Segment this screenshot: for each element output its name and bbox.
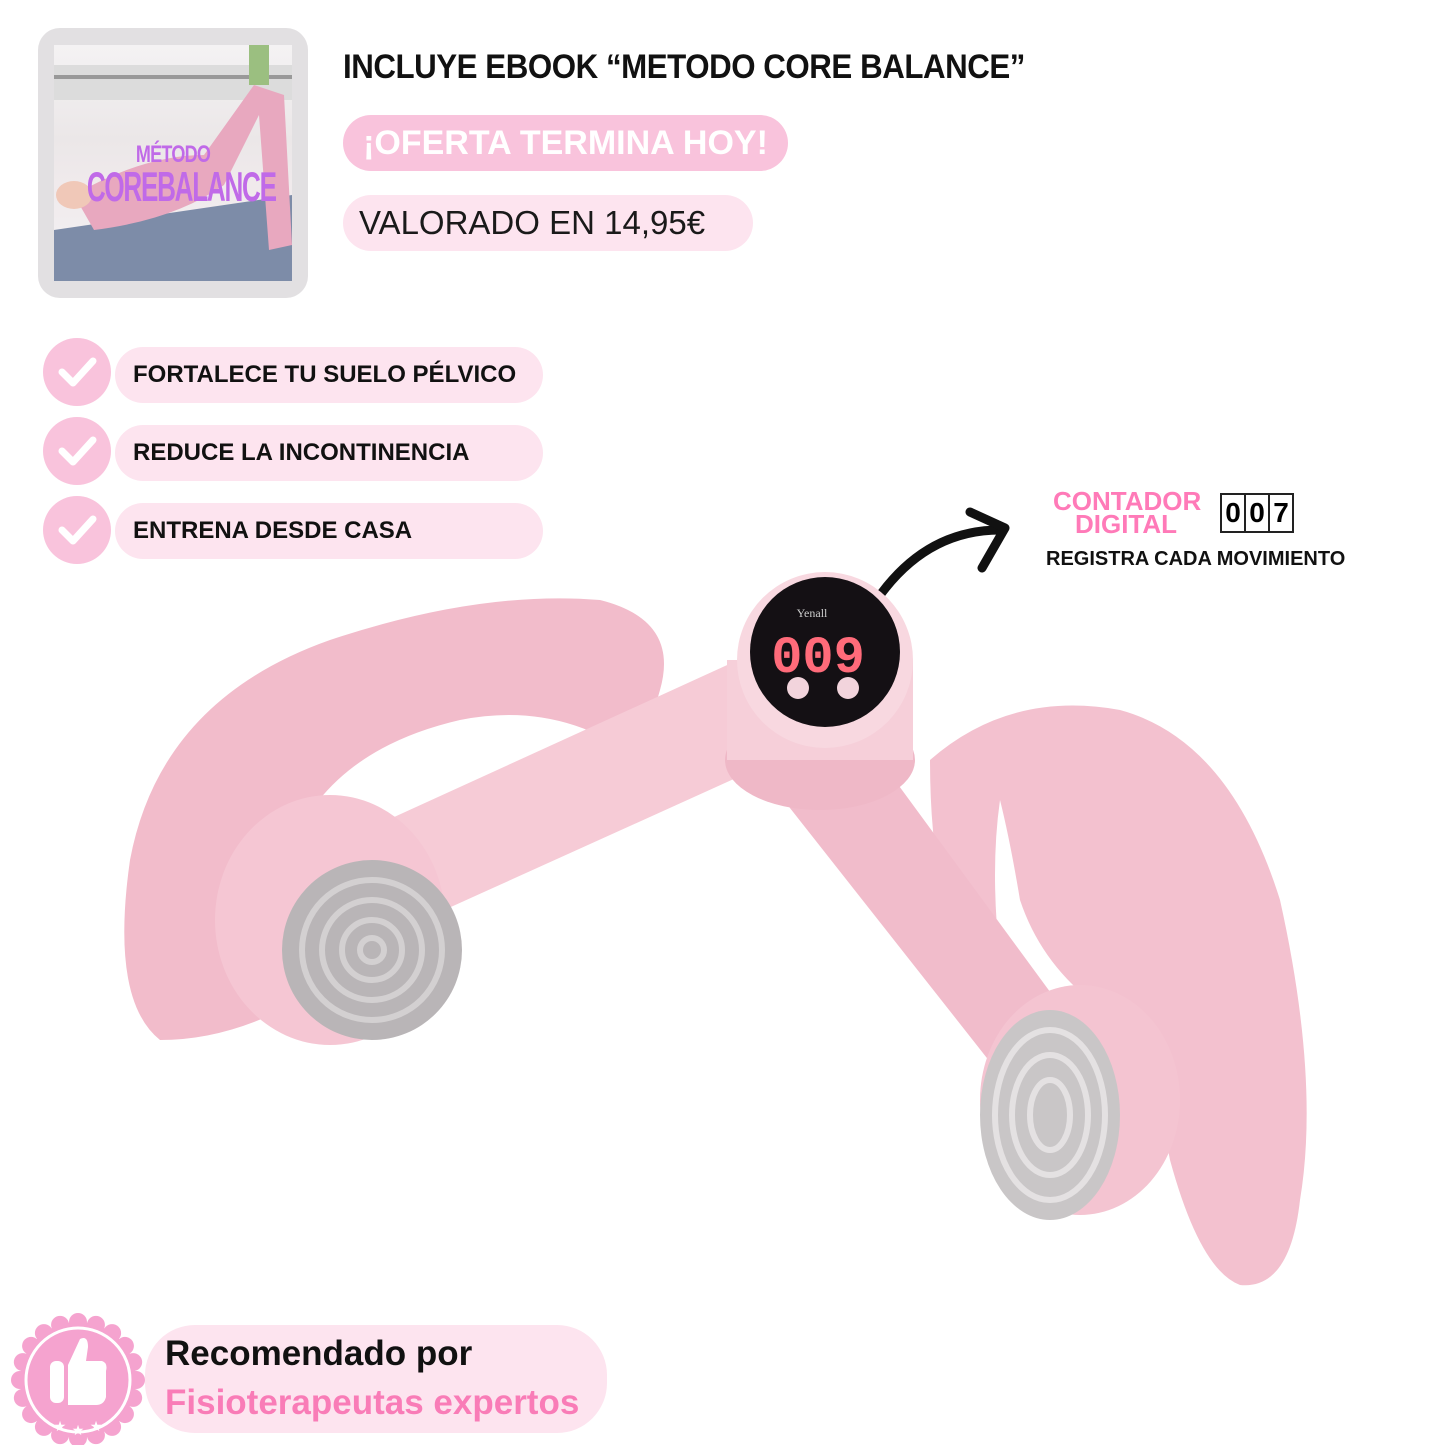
value-badge: VALORADO EN 14,95€ bbox=[343, 195, 753, 251]
grip-pad bbox=[282, 860, 462, 1040]
ebook-heading: INCLUYE EBOOK “METODO CORE BALANCE” bbox=[343, 48, 1025, 86]
recommendation-badge: ★ ★ ★ bbox=[11, 1313, 145, 1445]
thumbs-up-icon bbox=[50, 1338, 107, 1405]
svg-text:★: ★ bbox=[54, 1419, 67, 1435]
ebook-cover: MÉTODO COREBALANCE bbox=[38, 28, 308, 298]
check-icon bbox=[43, 338, 111, 406]
counter-title-line: CONTADOR bbox=[1053, 486, 1202, 516]
svg-text:★: ★ bbox=[90, 1419, 103, 1435]
svg-text:★: ★ bbox=[72, 1423, 85, 1439]
offer-badge: ¡OFERTA TERMINA HOY! bbox=[343, 115, 788, 171]
recommendation-line1: Recomendado por bbox=[165, 1334, 473, 1373]
counter-digit: 7 bbox=[1273, 497, 1289, 528]
ebook-cover-title: MÉTODO bbox=[135, 141, 211, 168]
counter-digit: 0 bbox=[1246, 495, 1270, 531]
grip-pad bbox=[980, 1010, 1120, 1220]
ebook-cover-image: MÉTODO COREBALANCE bbox=[54, 45, 292, 281]
counter-digit: 0 bbox=[1222, 495, 1246, 531]
counter-title: CONTADOR DIGITAL bbox=[1053, 486, 1202, 539]
benefit-item: FORTALECE TU SUELO PÉLVICO bbox=[115, 347, 543, 403]
check-icon bbox=[43, 496, 111, 564]
benefit-item: REDUCE LA INCONTINENCIA bbox=[115, 425, 543, 481]
counter-subtitle: REGISTRA CADA MOVIMIENTO bbox=[1046, 548, 1346, 570]
benefit-item: ENTRENA DESDE CASA bbox=[115, 503, 543, 559]
recommendation-line2: Fisioterapeutas expertos bbox=[165, 1383, 580, 1422]
recommendation-pill bbox=[145, 1325, 607, 1433]
ebook-cover-title: COREBALANCE bbox=[86, 163, 277, 210]
counter-icon: 0 0 7 bbox=[1220, 493, 1294, 533]
star-icon: ★ ★ ★ bbox=[54, 1419, 103, 1439]
counter-title-line: DIGITAL bbox=[1074, 509, 1178, 539]
device-brand: Yenall bbox=[797, 606, 828, 620]
arrow-icon bbox=[865, 525, 1005, 615]
check-icon bbox=[43, 417, 111, 485]
